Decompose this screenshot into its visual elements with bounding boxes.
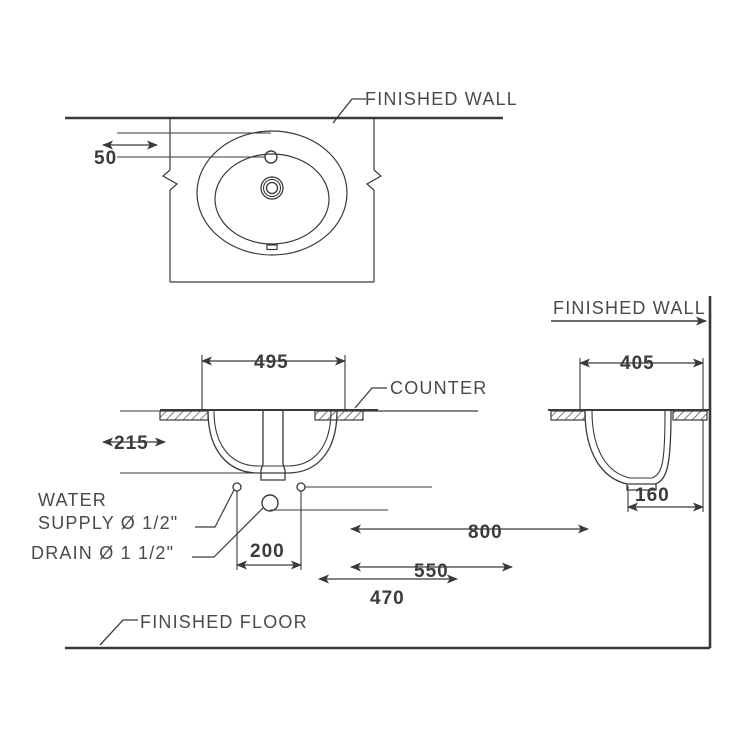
plan-drain-outer-ring (260, 176, 284, 200)
label-drain: DRAIN Ø 1 1/2" (31, 543, 174, 563)
drain-leader (192, 507, 264, 558)
plan-basin-outer-oval (196, 130, 348, 256)
side-counter-hatch-left (550, 410, 586, 421)
front-section-view (102, 355, 589, 584)
plan-faucet-hole (264, 150, 278, 164)
front-bowl-profile-outer (207, 410, 338, 474)
front-drain-tailpiece (260, 411, 286, 481)
label-water-supply-line1: WATER (38, 490, 107, 510)
plan-right-break-symbol (365, 169, 383, 191)
front-bowl-profile-inner (213, 410, 332, 467)
dim-supply-spacing: 200 (250, 541, 285, 562)
dim-side-bowl-width: 405 (620, 353, 655, 374)
plan-wall-leader (332, 98, 366, 124)
plan-overflow-slot (266, 244, 278, 251)
dim-plan-wall-to-faucet: 50 (94, 148, 117, 169)
plan-bowl-inner-oval (214, 153, 330, 245)
side-bowl-profile-inner (591, 410, 666, 479)
floor-leader (99, 619, 138, 646)
drain-outlet-point (261, 494, 279, 512)
front-counter-hatch-left (159, 410, 209, 421)
plan-drain-inner-ring (265, 181, 279, 195)
supply-stop-left (232, 482, 242, 492)
label-counter: COUNTER (390, 378, 487, 398)
plan-left-break-symbol (161, 169, 179, 191)
plan-view-top (65, 98, 503, 283)
label-water-supply-line2: SUPPLY Ø 1/2" (38, 513, 178, 533)
side-bowl-bottom-step (626, 484, 657, 491)
label-finished-floor: FINISHED FLOOR (140, 612, 308, 632)
plan-drain-mid-ring (262, 178, 282, 198)
dim-front-bowl-depth: 215 (114, 433, 149, 454)
dim-side-bowl-depth: 160 (635, 485, 670, 506)
dim-front-bowl-width: 495 (254, 352, 289, 373)
dim-counter-height: 800 (468, 522, 503, 543)
side-bowl-profile-outer (584, 410, 672, 485)
label-finished-wall-top: FINISHED WALL (365, 89, 518, 109)
side-section-view (548, 296, 712, 648)
water-supply-leader (195, 489, 235, 528)
front-counter-leader (354, 387, 387, 409)
front-counter-hatch-right (314, 410, 364, 421)
supply-stop-right (296, 482, 306, 492)
side-counter-hatch-right (672, 410, 708, 421)
dim-drain-height: 470 (370, 588, 405, 609)
label-finished-wall-right: FINISHED WALL (553, 298, 706, 318)
dim-supply-height: 550 (414, 561, 449, 582)
